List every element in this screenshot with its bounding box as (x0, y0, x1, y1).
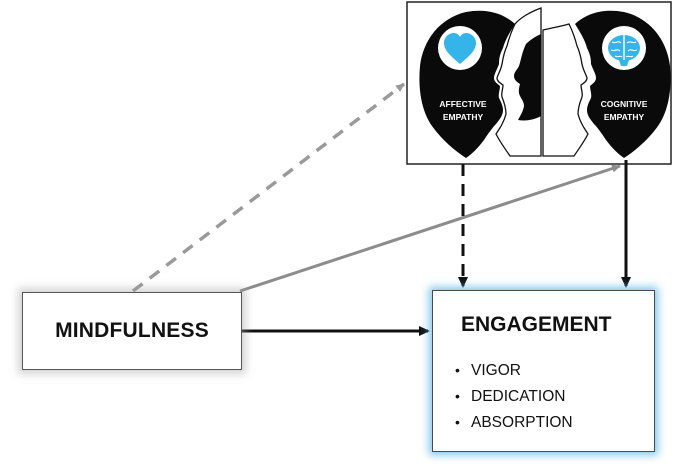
heart-icon (444, 33, 476, 64)
mindfulness-box: MINDFULNESS (22, 292, 242, 370)
engagement-item-label: DEDICATION (471, 388, 566, 405)
engagement-item-absorption: •ABSORPTION (455, 414, 573, 431)
cognitive-label-line1: COGNITIVE (600, 99, 648, 109)
cognitive-empathy-label: COGNITIVE EMPATHY (589, 98, 659, 124)
engagement-item-vigor: •VIGOR (455, 362, 521, 379)
engagement-list: •VIGOR •DEDICATION •ABSORPTION (455, 357, 573, 435)
mindfulness-to-cognitive-arrow (239, 164, 621, 293)
cognitive-head-silhouette-icon (575, 10, 671, 159)
brain-icon (608, 35, 640, 66)
engagement-box: ENGAGEMENT •VIGOR •DEDICATION •ABSORPTIO… (432, 290, 655, 452)
engagement-item-dedication: •DEDICATION (455, 388, 566, 405)
engagement-title: ENGAGEMENT (461, 313, 612, 336)
affective-label-line1: AFFECTIVE (439, 99, 487, 109)
engagement-item-label: VIGOR (471, 362, 521, 379)
affective-label-line2: EMPATHY (442, 112, 484, 122)
cognitive-label-line2: EMPATHY (603, 112, 645, 122)
mindfulness-to-affective-arrow (131, 82, 406, 293)
mindfulness-label: MINDFULNESS (55, 319, 209, 342)
engagement-item-label: ABSORPTION (471, 414, 573, 431)
face-profile-icon (495, 7, 589, 157)
affective-empathy-label: AFFECTIVE EMPATHY (428, 98, 498, 124)
